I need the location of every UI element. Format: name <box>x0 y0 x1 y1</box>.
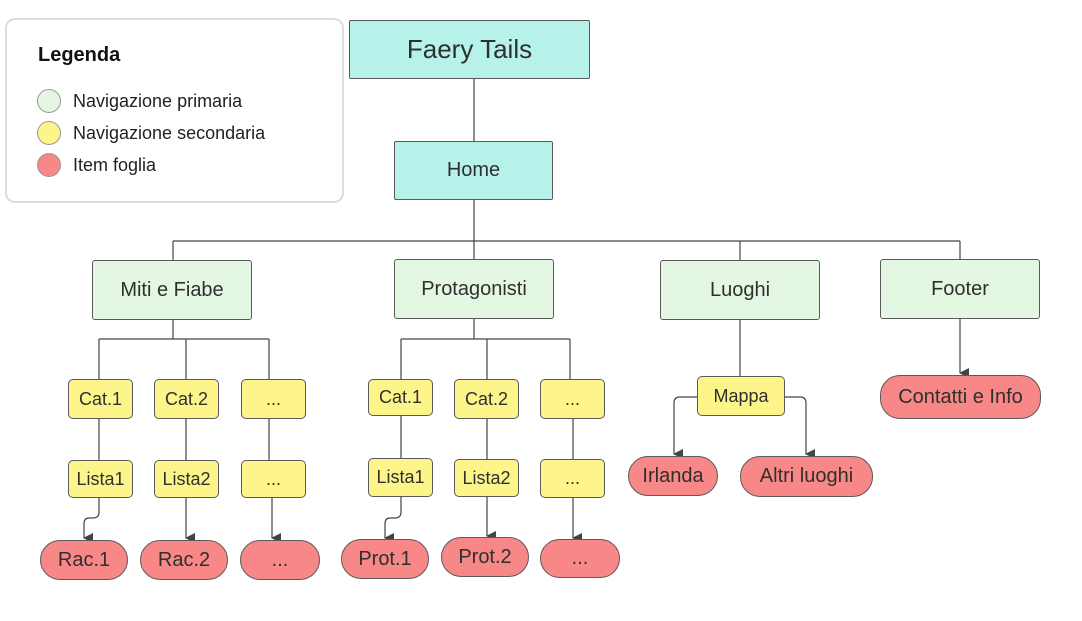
legend-label: Navigazione secondaria <box>73 122 266 143</box>
secondary-node-cat[interactable]: Cat.2 <box>154 379 219 419</box>
leaf-node[interactable]: Rac.2 <box>140 540 228 580</box>
leaf-node-contatti-e-info[interactable]: Contatti e Info <box>880 375 1041 419</box>
secondary-node-list[interactable]: Lista1 <box>68 460 133 498</box>
legend-item-secondary: Navigazione secondaria <box>37 121 265 145</box>
legend-label: Item foglia <box>73 154 157 175</box>
leaf-node-altri-luoghi[interactable]: Altri luoghi <box>740 456 873 497</box>
secondary-node-list[interactable]: Lista2 <box>154 460 219 498</box>
primary-node-miti-e-fiabe[interactable]: Miti e Fiabe <box>92 260 252 320</box>
home-node[interactable]: Home <box>394 141 553 200</box>
secondary-node-cat[interactable]: Cat.1 <box>68 379 133 419</box>
legend-item-leaf: Item foglia <box>37 153 156 177</box>
primary-node-luoghi[interactable]: Luoghi <box>660 260 820 320</box>
legend-item-primary: Navigazione primaria <box>37 89 242 113</box>
primary-node-protagonisti[interactable]: Protagonisti <box>394 259 554 319</box>
leaf-node[interactable]: Rac.1 <box>40 540 128 580</box>
secondary-node-list[interactable]: Lista1 <box>368 458 433 497</box>
secondary-node-ellipsis[interactable]: ... <box>241 460 306 498</box>
leaf-node[interactable]: Prot.1 <box>341 539 429 579</box>
leaf-node[interactable]: Prot.2 <box>441 537 529 577</box>
leaf-node-ellipsis[interactable]: ... <box>240 540 320 580</box>
leaf-node-ellipsis[interactable]: ... <box>540 539 620 578</box>
secondary-node-ellipsis[interactable]: ... <box>540 379 605 419</box>
secondary-node-cat[interactable]: Cat.1 <box>368 379 433 416</box>
secondary-node-ellipsis[interactable]: ... <box>540 459 605 498</box>
primary-node-footer[interactable]: Footer <box>880 259 1040 319</box>
legend-dot-icon <box>37 153 61 177</box>
secondary-node-ellipsis[interactable]: ... <box>241 379 306 419</box>
secondary-node-cat[interactable]: Cat.2 <box>454 379 519 419</box>
legend-panel: Legenda Navigazione primaria Navigazione… <box>5 18 344 203</box>
legend-title: Legenda <box>38 44 121 66</box>
root-node[interactable]: Faery Tails <box>349 20 590 79</box>
legend-dot-icon <box>37 89 61 113</box>
legend-dot-icon <box>37 121 61 145</box>
secondary-node-list[interactable]: Lista2 <box>454 459 519 497</box>
legend-label: Navigazione primaria <box>73 90 243 111</box>
leaf-node-irlanda[interactable]: Irlanda <box>628 456 718 496</box>
secondary-node-mappa[interactable]: Mappa <box>697 376 785 416</box>
